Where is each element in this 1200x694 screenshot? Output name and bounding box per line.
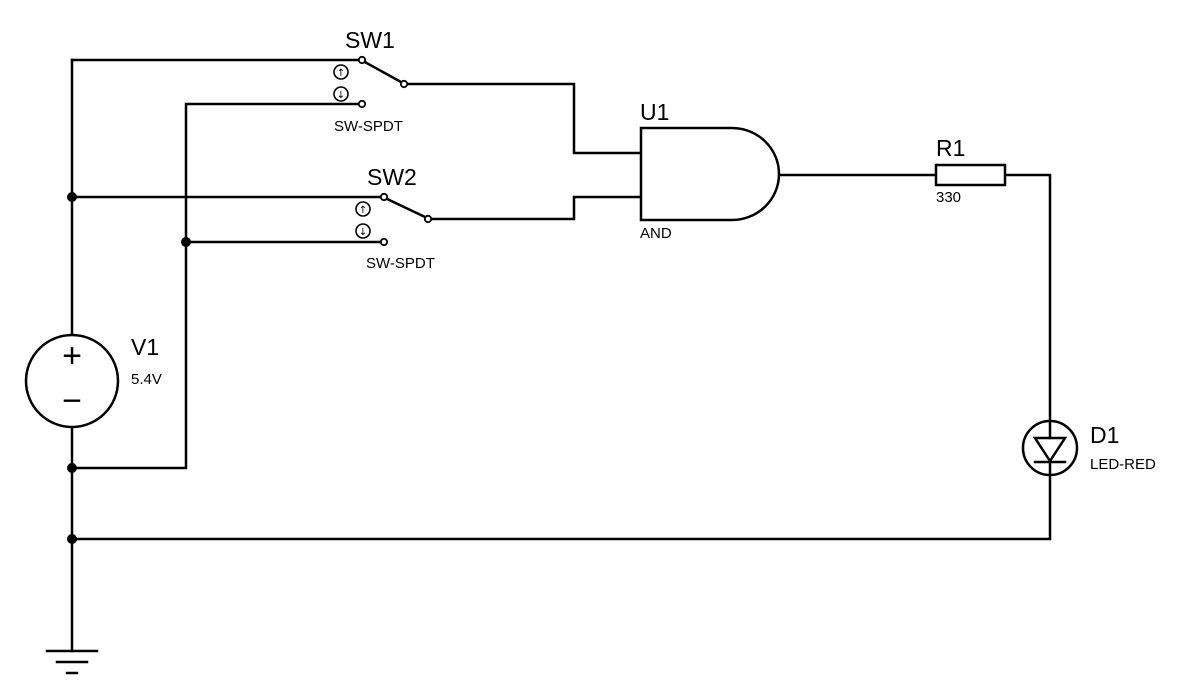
wire-sw2-to-gate [426,195,643,221]
wire-d1-to-ground [70,473,1052,541]
wire-sw1-to-gate [402,82,643,155]
and-gate-icon [639,126,781,222]
resistor-r1[interactable]: R1 330 [934,135,1007,206]
switch-pin [379,237,389,247]
sw2-type: SW-SPDT [366,255,435,272]
switch-blade [361,59,403,84]
junction-dot [67,192,77,202]
junction-dot [67,463,77,473]
voltage-source-icon [24,333,120,429]
switch-up-button[interactable]: ↑ [355,201,371,217]
d1-ref: D1 [1090,422,1119,448]
switch-blade [383,196,427,219]
r1-value: 330 [936,189,961,206]
d1-type: LED-RED [1090,456,1156,473]
sw1-ref: SW1 [345,27,395,53]
sw2-ref: SW2 [367,164,417,190]
switch-pin [357,99,367,109]
arrow-up-glyph: ↑ [359,205,367,216]
u1-ref: U1 [640,99,669,125]
and-gate-u1[interactable]: U1 AND [639,99,781,242]
switch-pin [357,55,367,65]
v1-value: 5.4V [131,371,162,388]
minus-sign: − [62,382,82,420]
arrow-down-glyph: ↓ [359,227,367,238]
sw1-type: SW-SPDT [334,118,403,135]
wire-r1-to-d1 [1003,173,1052,422]
switch-sw1[interactable]: ↑ ↓ SW1 SW-SPDT [333,27,409,135]
arrow-down-glyph: ↓ [337,90,345,101]
switch-up-button[interactable]: ↑ [333,64,349,80]
voltage-source-v1[interactable]: + − V1 5.4V [24,333,162,429]
arrow-up-icon [355,201,371,217]
ground-symbol [45,649,99,675]
arrow-up-icon [333,64,349,80]
switch-pin [423,214,433,224]
u1-type: AND [640,225,672,242]
led-d1[interactable]: D1 LED-RED [1021,419,1156,477]
switch-sw2[interactable]: ↑ ↓ SW2 SW-SPDT [355,164,435,272]
switch-pin [399,79,409,89]
arrow-up-glyph: ↑ [337,68,345,79]
wire-inner-rail [70,102,362,470]
arrow-down-icon [355,223,371,239]
switch-pin [379,192,389,202]
r1-ref: R1 [936,135,965,161]
junction-dot [67,534,77,544]
resistor-icon [934,163,1007,187]
wires [70,58,1052,652]
switch-down-button[interactable]: ↓ [355,223,371,239]
plus-sign: + [62,337,82,375]
junctions [67,192,191,544]
junction-dot [181,237,191,247]
switch-down-button[interactable]: ↓ [333,86,349,102]
v1-ref: V1 [131,334,159,360]
arrow-down-icon [333,86,349,102]
